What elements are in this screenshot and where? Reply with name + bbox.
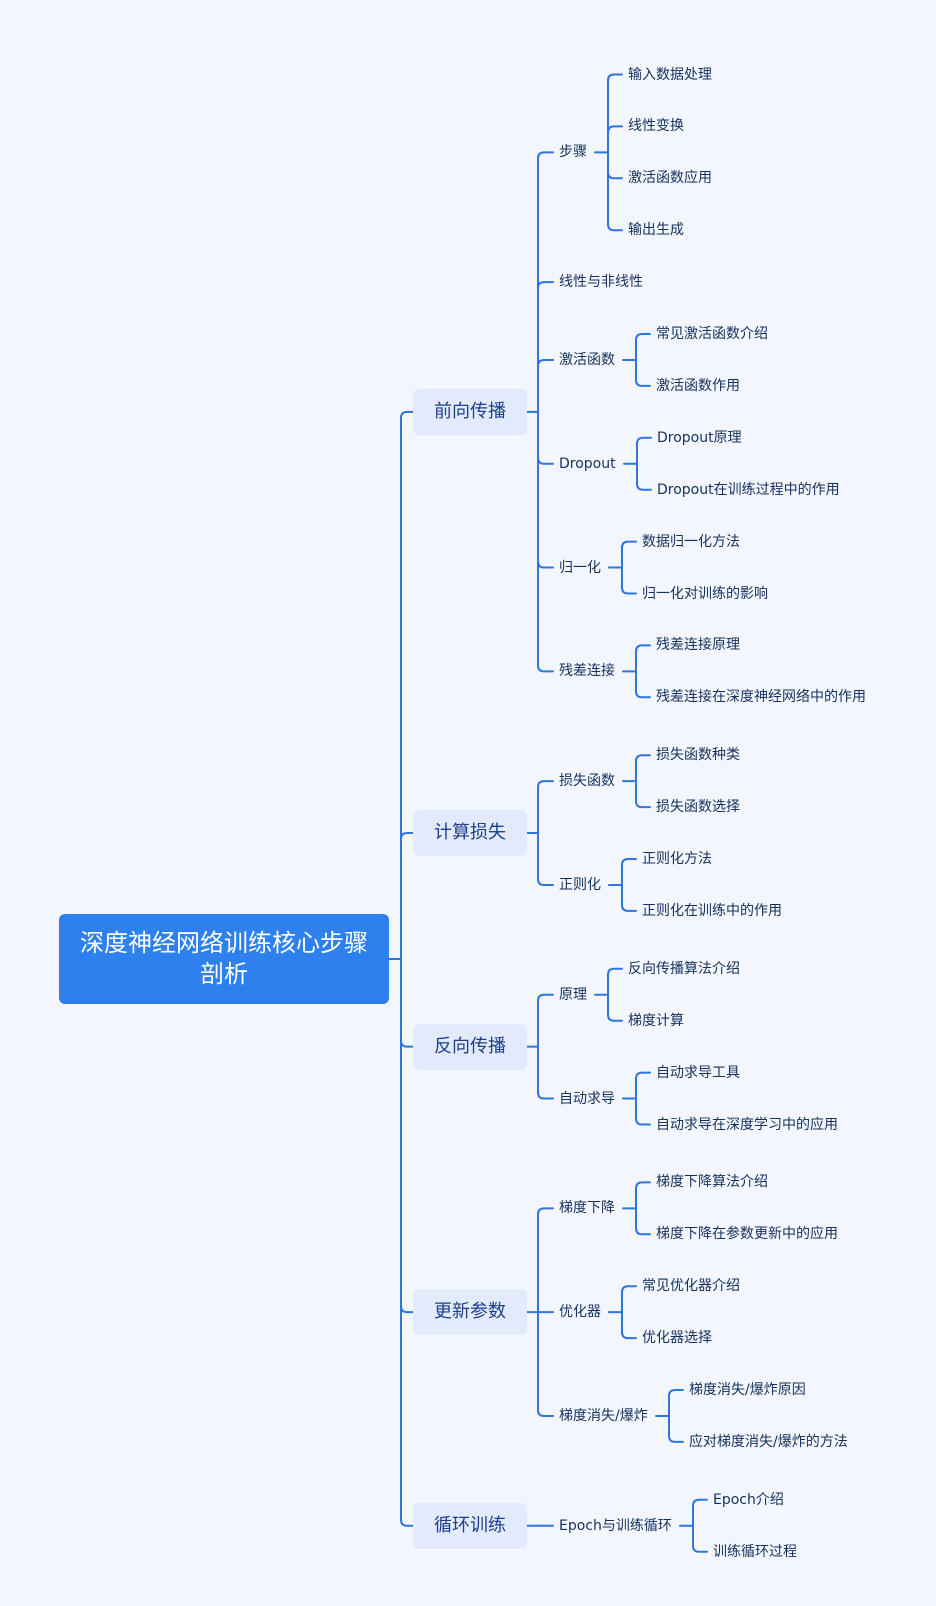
branch-node[interactable]: 反向传播 — [413, 1023, 527, 1070]
leaf-node[interactable]: 正则化方法 — [642, 851, 712, 867]
leaf-connector — [636, 436, 652, 465]
leaf-connector — [692, 1524, 708, 1553]
sub-connector — [537, 1045, 554, 1100]
leaf-connector — [635, 780, 651, 809]
leaf-connector — [621, 540, 637, 569]
sub-node[interactable]: 激活函数 — [559, 351, 615, 368]
sub-connector — [537, 1311, 554, 1417]
leaf-node[interactable]: 损失函数种类 — [656, 747, 740, 764]
branch-node[interactable]: 更新参数 — [413, 1289, 527, 1336]
leaf-connector — [621, 858, 637, 886]
sub-node[interactable]: 线性与非线性 — [559, 274, 643, 291]
leaf-connector — [607, 151, 623, 180]
leaf-node[interactable]: 梯度计算 — [628, 1012, 684, 1029]
leaf-connector — [635, 1071, 651, 1100]
leaf-node[interactable]: 应对梯度消失/爆炸的方法 — [689, 1433, 848, 1450]
sub-node[interactable]: 损失函数 — [559, 773, 615, 790]
leaf-node[interactable]: 损失函数选择 — [656, 799, 740, 816]
leaf-connector — [668, 1389, 684, 1417]
leaf-connector — [635, 1181, 651, 1210]
leaf-connector — [621, 1285, 637, 1314]
leaf-node[interactable]: 自动求导在深度学习中的应用 — [656, 1116, 838, 1133]
sub-connector — [537, 993, 554, 1048]
sub-connector — [537, 832, 554, 886]
sub-node[interactable]: 归一化 — [559, 559, 601, 576]
leaf-connector — [607, 993, 623, 1022]
leaf-connector — [621, 1311, 637, 1340]
branch-connector — [400, 958, 414, 1314]
leaf-connector — [607, 125, 623, 154]
leaf-node[interactable]: Dropout原理 — [657, 429, 742, 446]
sub-node[interactable]: 残差连接 — [559, 663, 615, 680]
sub-node[interactable]: 正则化 — [559, 876, 601, 893]
leaf-connector — [668, 1414, 684, 1443]
sub-connector — [537, 281, 554, 413]
branch-node[interactable]: 循环训练 — [413, 1502, 527, 1549]
leaf-node[interactable]: 归一化对训练的影响 — [642, 585, 768, 602]
leaf-node[interactable]: 线性变换 — [628, 118, 684, 135]
sub-connector — [537, 358, 554, 413]
leaf-node[interactable]: 残差连接在深度神经网络中的作用 — [656, 689, 866, 706]
sub-connector — [537, 151, 554, 413]
leaf-connector — [607, 73, 623, 154]
sub-connector — [537, 1207, 554, 1314]
leaf-node[interactable]: Epoch介绍 — [713, 1491, 784, 1508]
root-node[interactable]: 深度神经网络训练核心步骤剖析 — [59, 914, 389, 1004]
leaf-node[interactable]: 优化器选择 — [642, 1330, 712, 1347]
sub-node[interactable]: 梯度下降 — [559, 1200, 615, 1217]
leaf-node[interactable]: 梯度消失/爆炸原因 — [689, 1382, 806, 1398]
branch-connector — [400, 410, 414, 960]
leaf-node[interactable]: Dropout在训练过程中的作用 — [657, 481, 840, 498]
sub-connector — [537, 410, 554, 465]
sub-node[interactable]: 原理 — [559, 986, 587, 1003]
leaf-connector — [635, 644, 651, 673]
sub-connector — [537, 410, 554, 673]
branch-node[interactable]: 前向传播 — [413, 388, 527, 435]
leaf-connector — [607, 151, 623, 232]
leaf-node[interactable]: 反向传播算法介绍 — [628, 960, 740, 977]
branch-connector — [400, 958, 414, 1048]
sub-node[interactable]: Epoch与训练循环 — [559, 1517, 672, 1534]
leaf-node[interactable]: 残差连接原理 — [656, 637, 740, 654]
leaf-connector — [621, 566, 637, 595]
leaf-connector — [692, 1498, 708, 1527]
leaf-connector — [607, 967, 623, 996]
leaf-node[interactable]: 梯度下降在参数更新中的应用 — [656, 1226, 838, 1243]
leaf-connector — [635, 358, 651, 387]
leaf-node[interactable]: 正则化在训练中的作用 — [642, 902, 782, 919]
sub-node[interactable]: 梯度消失/爆炸 — [559, 1407, 648, 1424]
sub-node[interactable]: 优化器 — [559, 1304, 601, 1321]
leaf-connector — [621, 883, 637, 912]
leaf-node[interactable]: 输出生成 — [628, 222, 684, 239]
leaf-connector — [635, 1207, 651, 1236]
sub-node[interactable]: 步骤 — [559, 144, 587, 161]
leaf-node[interactable]: 自动求导工具 — [656, 1064, 740, 1081]
leaf-node[interactable]: 激活函数作用 — [656, 377, 740, 394]
branch-connector — [400, 958, 414, 1527]
leaf-connector — [635, 333, 651, 361]
leaf-connector — [635, 670, 651, 699]
branch-connector — [400, 832, 414, 960]
leaf-node[interactable]: 梯度下降算法介绍 — [656, 1174, 768, 1191]
leaf-connector — [636, 462, 652, 491]
sub-connector — [537, 780, 554, 835]
leaf-node[interactable]: 训练循环过程 — [713, 1543, 797, 1560]
leaf-node[interactable]: 常见激活函数介绍 — [656, 326, 768, 342]
leaf-connector — [635, 754, 651, 783]
sub-connector — [537, 410, 554, 569]
sub-node[interactable]: 自动求导 — [559, 1090, 615, 1107]
leaf-node[interactable]: 输入数据处理 — [628, 66, 712, 83]
leaf-connector — [635, 1097, 651, 1126]
leaf-node[interactable]: 常见优化器介绍 — [642, 1278, 740, 1295]
branch-node[interactable]: 计算损失 — [413, 810, 527, 857]
leaf-node[interactable]: 数据归一化方法 — [642, 533, 740, 550]
sub-node[interactable]: Dropout — [559, 455, 616, 472]
leaf-node[interactable]: 激活函数应用 — [628, 170, 712, 187]
